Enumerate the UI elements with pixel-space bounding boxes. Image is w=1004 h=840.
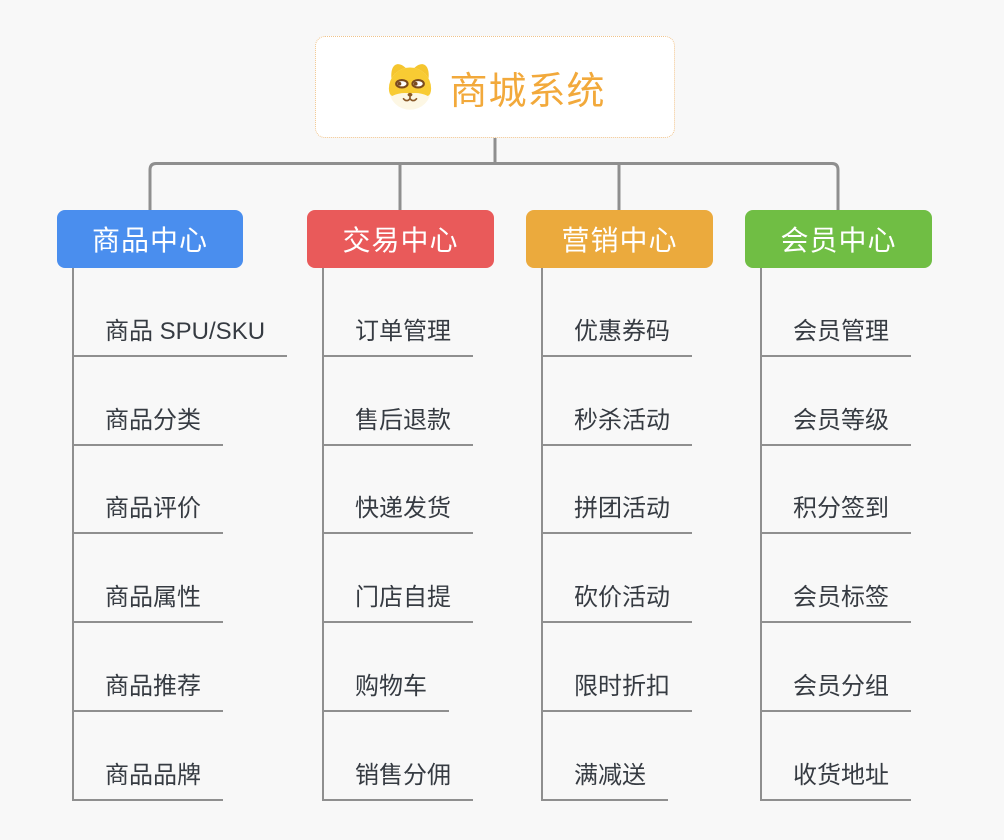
item-label: 秒杀活动	[541, 400, 692, 446]
branch-node-3[interactable]: 营销中心	[526, 210, 713, 268]
item-label: 销售分佣	[322, 755, 473, 801]
item-label: 商品属性	[72, 577, 223, 623]
root-node[interactable]: 商城系统	[315, 36, 675, 138]
item-label: 砍价活动	[541, 577, 692, 623]
item-label: 会员标签	[760, 577, 911, 623]
item-label: 会员分组	[760, 666, 911, 712]
branch-node-2[interactable]: 交易中心	[307, 210, 494, 268]
item-label: 会员等级	[760, 400, 911, 446]
branch-rail-line	[148, 162, 840, 211]
item-label: 商品 SPU/SKU	[72, 311, 288, 357]
branch-node-1[interactable]: 商品中心	[57, 210, 243, 268]
item-label: 会员管理	[760, 311, 911, 357]
item-label: 拼团活动	[541, 488, 692, 535]
item-label: 商品分类	[72, 400, 223, 446]
root-title: 商城系统	[449, 70, 606, 113]
item-label: 商品推荐	[72, 666, 223, 712]
item-label: 积分签到	[760, 488, 911, 535]
doge-icon	[384, 61, 436, 113]
branch-node-4[interactable]: 会员中心	[745, 210, 932, 268]
item-label: 商品品牌	[72, 755, 223, 801]
item-label: 满减送	[541, 755, 668, 801]
item-label: 售后退款	[322, 400, 473, 446]
item-label: 收货地址	[760, 755, 911, 801]
item-label: 购物车	[322, 666, 449, 712]
item-label: 优惠券码	[541, 311, 692, 357]
item-label: 订单管理	[322, 311, 473, 357]
item-label: 商品评价	[72, 488, 223, 535]
item-label: 快递发货	[322, 488, 473, 535]
item-label: 门店自提	[322, 577, 473, 623]
item-label: 限时折扣	[541, 666, 692, 712]
